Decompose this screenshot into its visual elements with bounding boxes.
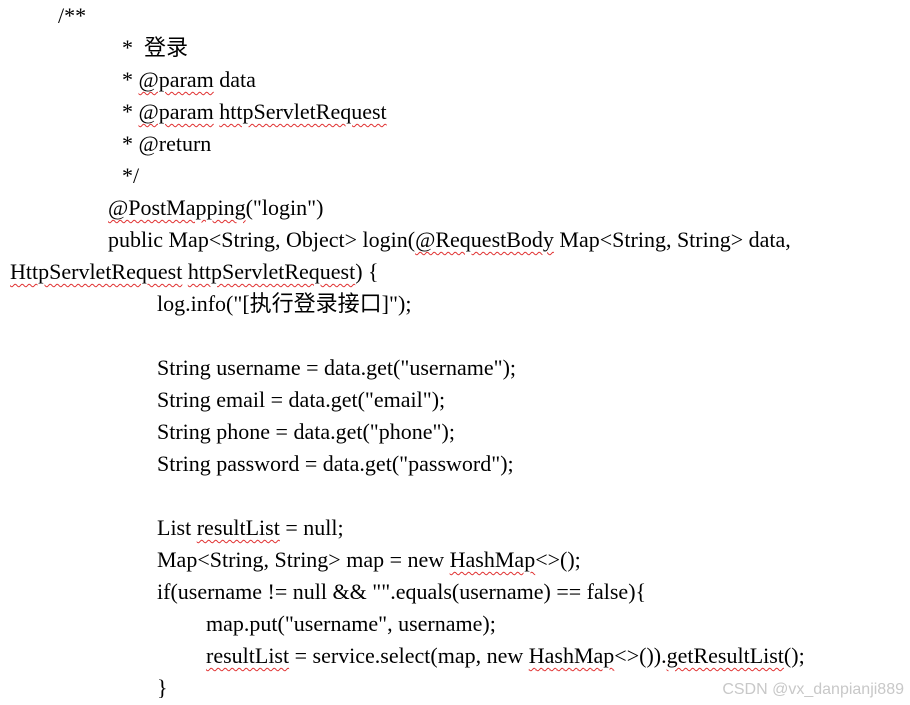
code-text: data bbox=[213, 67, 256, 92]
code-line: public Map<String, Object> login(@Reques… bbox=[108, 224, 791, 256]
spellcheck-flagged-text: httpServletRequest bbox=[187, 259, 356, 284]
code-text: * @return bbox=[122, 131, 212, 156]
spellcheck-flagged-text: getResultList bbox=[666, 643, 784, 668]
code-line: log.info("[执行登录接口]"); bbox=[157, 288, 411, 320]
code-line: * @param data bbox=[122, 64, 256, 96]
code-line: if(username != null && "".equals(usernam… bbox=[157, 576, 646, 608]
code-line: Map<String, String> map = new HashMap<>(… bbox=[157, 544, 581, 576]
code-line: String email = data.get("email"); bbox=[157, 384, 445, 416]
spellcheck-flagged-text: @param bbox=[138, 67, 214, 92]
code-line: resultList = service.select(map, new Has… bbox=[206, 640, 805, 672]
code-line: * 登录 bbox=[122, 32, 188, 64]
code-text: Map<String, String> map = new bbox=[157, 547, 450, 572]
spellcheck-flagged-text: @RequestBody bbox=[415, 227, 554, 252]
code-text: String username = data.get("username"); bbox=[157, 355, 517, 380]
code-text: ) { bbox=[355, 259, 379, 284]
code-text: if(username != null && "".equals(usernam… bbox=[157, 579, 647, 604]
code-text: (); bbox=[783, 643, 805, 668]
code-text: map.put("username", username); bbox=[206, 611, 496, 636]
spellcheck-flagged-text: resultList bbox=[206, 643, 290, 668]
code-line: } bbox=[157, 672, 168, 704]
code-text: * bbox=[122, 67, 139, 92]
code-text: log.info("[执行登录接口]"); bbox=[157, 291, 412, 316]
spellcheck-flagged-text: resultList bbox=[196, 515, 280, 540]
code-line: * @return bbox=[122, 128, 211, 160]
code-text: String phone = data.get("phone"); bbox=[157, 419, 455, 444]
code-text: <>(); bbox=[535, 547, 581, 572]
code-text: Map<String, String> data, bbox=[553, 227, 791, 252]
code-line: String username = data.get("username"); bbox=[157, 352, 516, 384]
code-text: */ bbox=[122, 163, 140, 188]
code-line: * @param httpServletRequest bbox=[122, 96, 387, 128]
code-text: * bbox=[122, 99, 139, 124]
code-text: = service.select(map, new bbox=[289, 643, 529, 668]
spellcheck-flagged-text: @PostMapping bbox=[108, 195, 246, 220]
code-text: } bbox=[157, 675, 168, 700]
code-text: ("login") bbox=[245, 195, 324, 220]
code-text: <>()). bbox=[614, 643, 667, 668]
code-text: String password = data.get("password"); bbox=[157, 451, 514, 476]
code-line: String password = data.get("password"); bbox=[157, 448, 514, 480]
code-text: /** bbox=[58, 3, 87, 28]
code-line: map.put("username", username); bbox=[206, 608, 496, 640]
spellcheck-flagged-text: httpServletRequest bbox=[219, 99, 387, 124]
code-line: /** bbox=[58, 0, 86, 32]
code-line: String phone = data.get("phone"); bbox=[157, 416, 455, 448]
code-text: * 登录 bbox=[122, 35, 189, 60]
watermark: CSDN @vx_danpianji889 bbox=[722, 681, 904, 698]
code-text: String email = data.get("email"); bbox=[157, 387, 446, 412]
spellcheck-flagged-text: HashMap bbox=[528, 643, 615, 668]
spellcheck-flagged-text: @param bbox=[138, 99, 214, 124]
code-line: List resultList = null; bbox=[157, 512, 344, 544]
code-text: public Map<String, Object> login( bbox=[108, 227, 416, 252]
code-text: List bbox=[157, 515, 197, 540]
spellcheck-flagged-text: HashMap bbox=[449, 547, 536, 572]
code-line: HttpServletRequest httpServletRequest) { bbox=[10, 256, 379, 288]
code-text: = null; bbox=[279, 515, 344, 540]
spellcheck-flagged-text: HttpServletRequest bbox=[10, 259, 183, 284]
code-line: */ bbox=[122, 160, 139, 192]
code-line: @PostMapping("login") bbox=[108, 192, 323, 224]
